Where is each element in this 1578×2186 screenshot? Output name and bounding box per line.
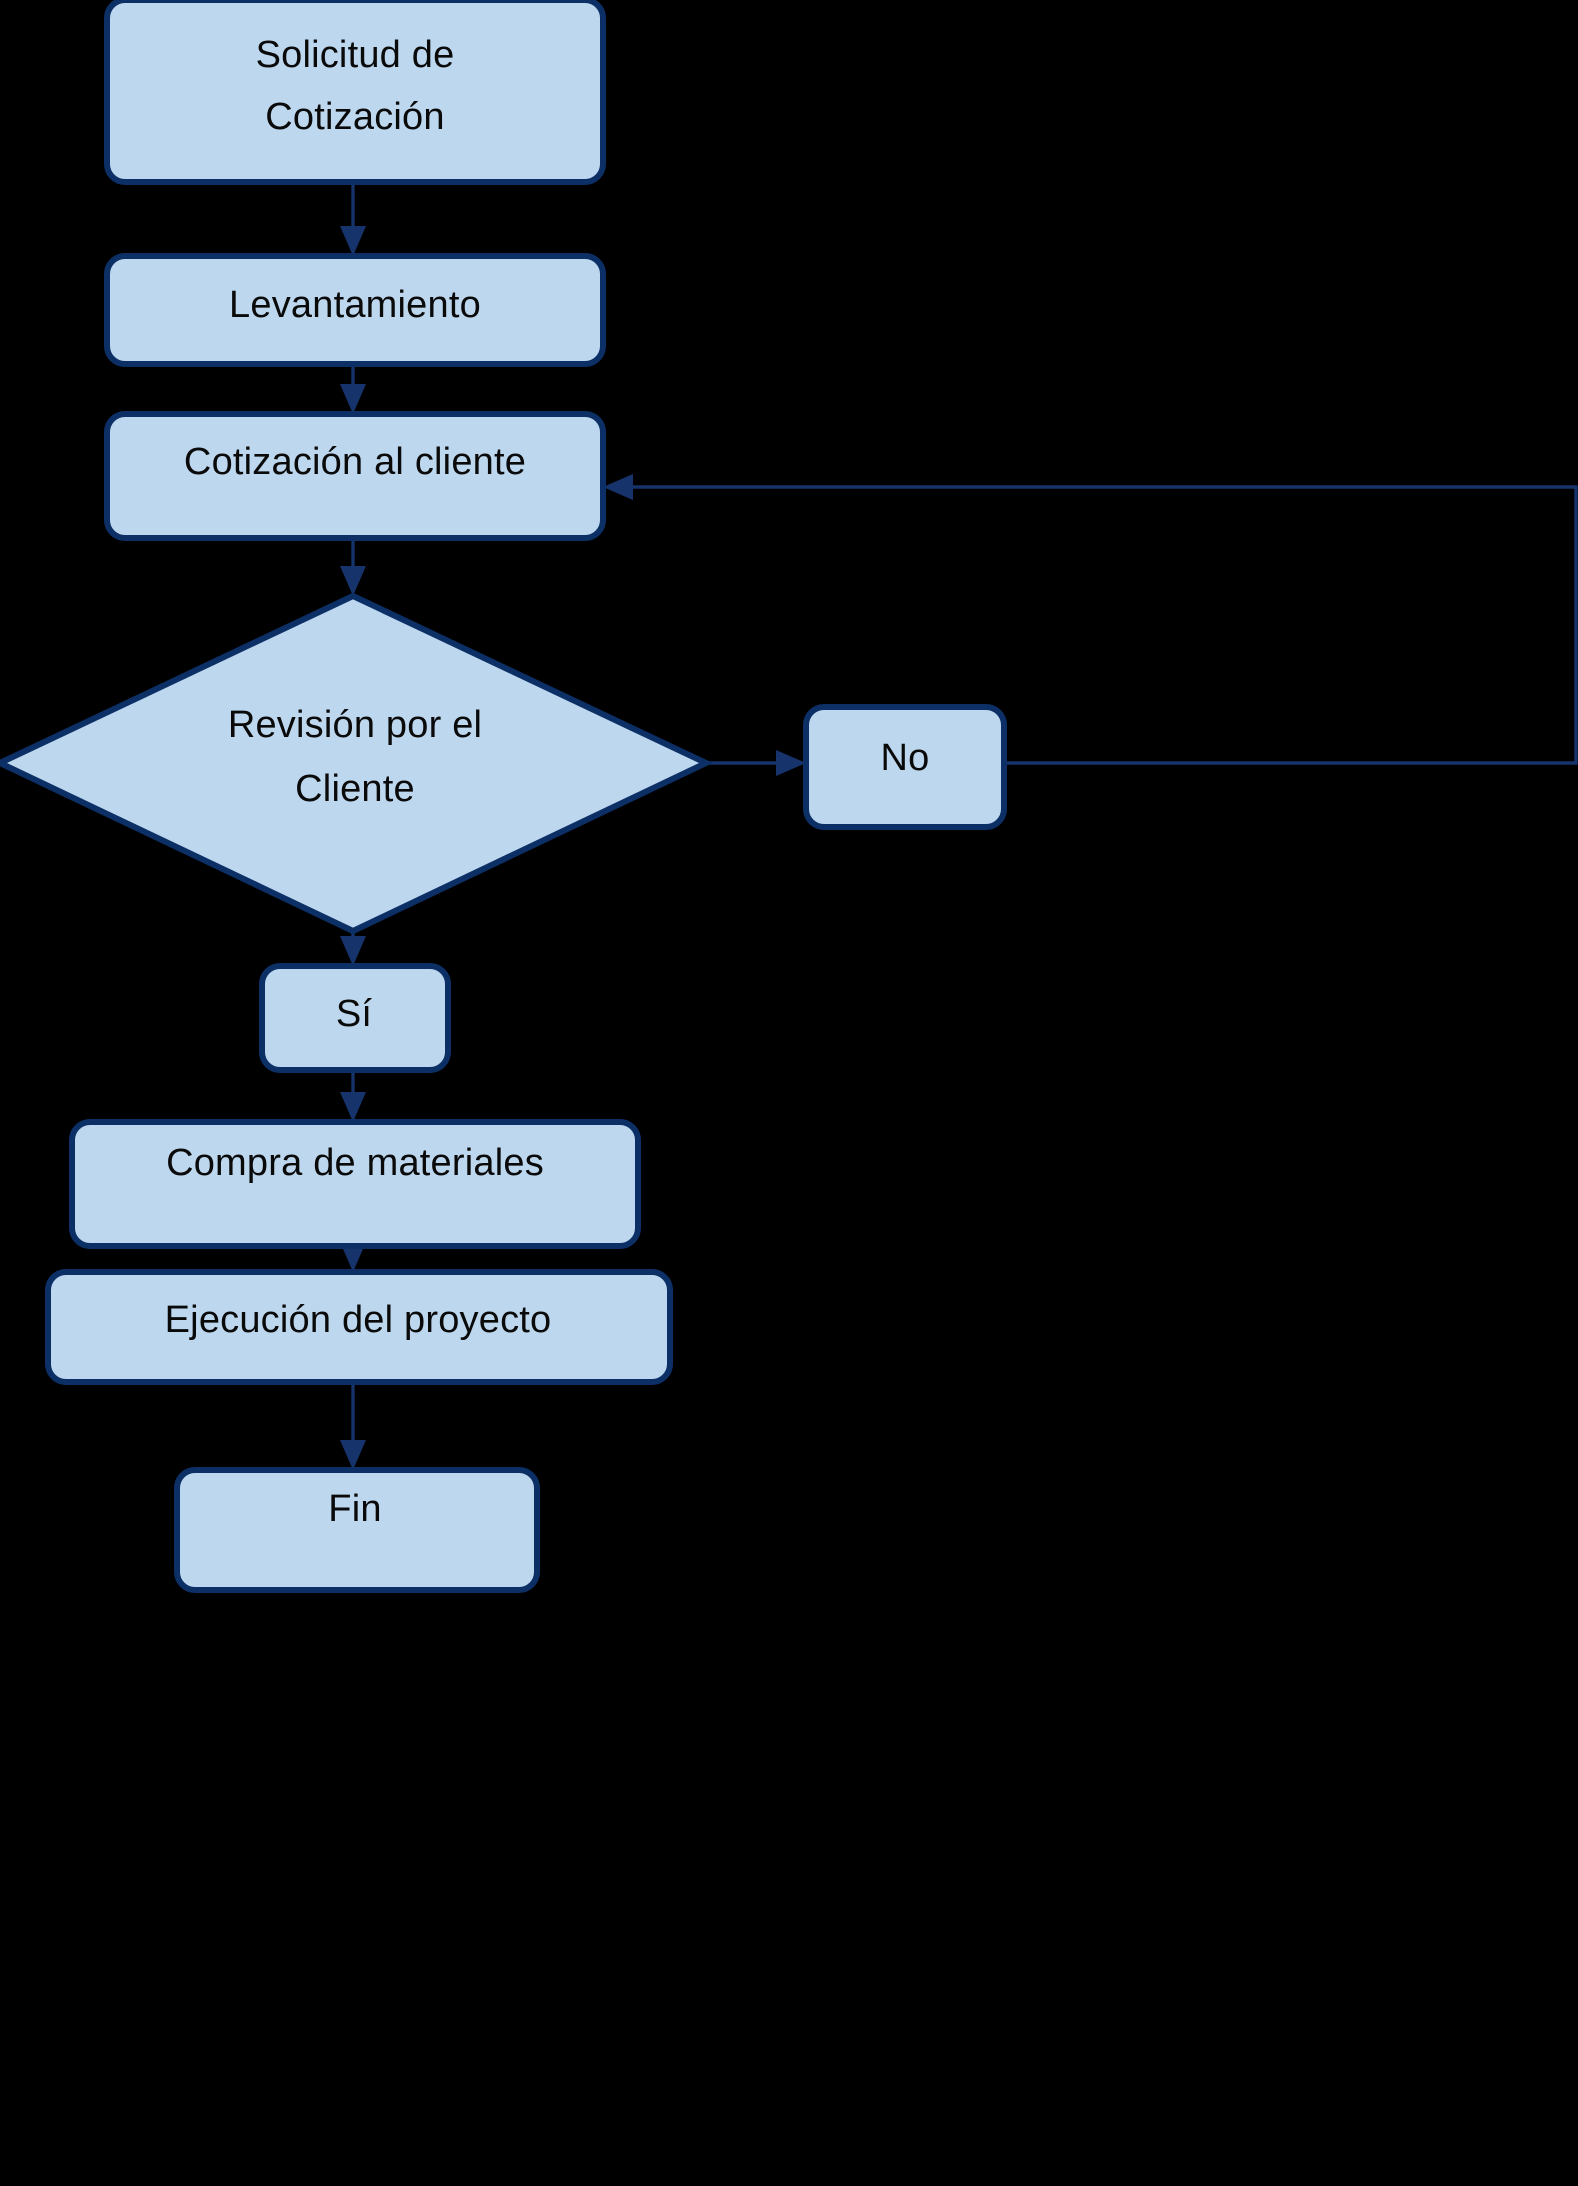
node-cotizacion-al-cliente[interactable]: Cotización al cliente [104, 411, 606, 541]
node-shape-rounded-rect[interactable] [104, 411, 606, 541]
edge-no-to-cotizacion-feedback [603, 474, 1578, 765]
edge-revision-to-si [340, 931, 366, 966]
node-si[interactable]: Sí [259, 963, 451, 1073]
node-label-line1: Solicitud de [256, 34, 455, 76]
node-shape-rounded-rect[interactable] [174, 1467, 540, 1593]
edge-si-to-compra [340, 1070, 366, 1122]
node-label-line1: Sí [336, 993, 373, 1035]
edge-cotizacion-to-revision [340, 538, 366, 596]
node-label-line1: Compra de materiales [166, 1142, 544, 1184]
node-label-line1: Fin [328, 1488, 381, 1530]
node-label-line1: Ejecución del proyecto [165, 1299, 552, 1341]
node-shape-rounded-rect[interactable] [45, 1269, 673, 1385]
node-shape-rounded-rect[interactable] [104, 0, 606, 185]
edge-solicitud-to-levantamiento [340, 182, 366, 256]
node-shape-rounded-rect[interactable] [69, 1119, 641, 1249]
node-levantamiento[interactable]: Levantamiento [104, 253, 606, 367]
node-revision-por-el-cliente[interactable]: Revisión por el Cliente [0, 592, 713, 935]
edge-ejecucion-to-fin [340, 1382, 366, 1470]
edge-layer [340, 182, 1578, 1470]
node-shape-rounded-rect[interactable] [104, 253, 606, 367]
node-layer: Solicitud de Cotización Levantamiento Co… [0, 0, 1007, 1593]
node-shape-diamond[interactable] [0, 592, 713, 935]
edge-revision-to-no [706, 750, 806, 776]
node-fin[interactable]: Fin [174, 1467, 540, 1593]
node-ejecucion-del-proyecto[interactable]: Ejecución del proyecto [45, 1269, 673, 1385]
node-label-line2: Cliente [295, 768, 415, 810]
node-label-line2: Cotización [265, 96, 444, 138]
edge-levantamiento-to-cotizacion [340, 364, 366, 414]
node-shape-rounded-rect[interactable] [803, 704, 1007, 830]
node-compra-de-materiales[interactable]: Compra de materiales [69, 1119, 641, 1249]
node-solicitud-de-cotizacion[interactable]: Solicitud de Cotización [104, 0, 606, 185]
node-label-line1: Revisión por el [228, 704, 482, 746]
node-no[interactable]: No [803, 704, 1007, 830]
node-label-line1: No [881, 737, 930, 779]
node-label-line1: Cotización al cliente [184, 441, 526, 483]
node-shape-rounded-rect[interactable] [259, 963, 451, 1073]
node-label-line1: Levantamiento [229, 284, 481, 326]
